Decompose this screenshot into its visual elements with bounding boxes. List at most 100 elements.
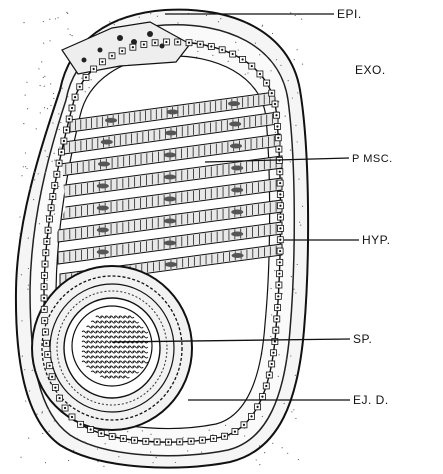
stipple-dot [88, 443, 89, 444]
stipple-dot [150, 434, 151, 435]
hypodermis-nucleus [63, 140, 65, 142]
stipple-dot [286, 359, 287, 360]
stipple-dot [187, 450, 188, 451]
hypodermis-nucleus [242, 58, 244, 60]
hypodermis-nucleus [43, 297, 45, 299]
hypodermis-nucleus [101, 61, 103, 63]
hypodermis-nucleus [167, 441, 169, 443]
stipple-dot [21, 274, 22, 275]
hypodermis-nucleus [275, 329, 277, 331]
hypodermis-nucleus [122, 438, 124, 440]
stipple-dot [177, 22, 178, 23]
stipple-dot [23, 123, 24, 124]
stipple-dot [33, 199, 34, 200]
stipple-dot [44, 86, 45, 87]
stipple-dot [271, 314, 272, 315]
hypodermis-nucleus [54, 386, 56, 388]
hypodermis-nucleus [278, 148, 280, 150]
stipple-dot [29, 188, 30, 189]
stipple-dot [27, 108, 28, 109]
stipple-dot [245, 74, 246, 75]
stipple-dot [28, 238, 29, 239]
stipple-dot [48, 409, 49, 410]
stipple-dot [23, 22, 24, 23]
hypodermis-nucleus [179, 441, 181, 443]
stipple-dot [47, 156, 48, 157]
hypodermis-nucleus [279, 227, 281, 229]
stipple-dot [67, 28, 68, 29]
hypodermis-nucleus [251, 65, 253, 67]
stipple-dot [290, 150, 291, 151]
hypodermis-nucleus [250, 415, 252, 417]
stipple-dot [23, 166, 24, 167]
stipple-dot [293, 289, 294, 290]
stipple-dot [45, 150, 46, 151]
stipple-dot [59, 129, 60, 130]
stipple-dot [67, 13, 68, 14]
muscle-nucleus [231, 188, 243, 193]
hypodermis-nucleus [71, 416, 73, 418]
hypodermis-nucleus [133, 439, 135, 441]
stipple-dot [25, 166, 26, 167]
muscle-nucleus [164, 219, 176, 224]
hypodermis-nucleus [271, 92, 273, 94]
stipple-dot [114, 24, 115, 25]
stipple-dot [302, 206, 303, 207]
stipple-dot [26, 82, 27, 83]
stipple-dot [272, 443, 273, 444]
stipple-dot [84, 441, 85, 442]
stipple-dot [109, 21, 110, 22]
stipple-dot [25, 400, 26, 401]
hypodermis-nucleus [68, 118, 70, 120]
hypodermis-nucleus [45, 342, 47, 344]
stipple-dot [288, 80, 289, 81]
stipple-dot [275, 132, 276, 133]
hypodermis-nucleus [268, 374, 270, 376]
stipple-dot [256, 459, 257, 460]
hypodermis-nucleus [93, 68, 95, 70]
stipple-dot [103, 466, 104, 467]
label-exocuticle: EXO. [355, 63, 386, 77]
hypodermis-nucleus [48, 218, 50, 220]
sperm-mass [72, 306, 152, 386]
hypodermis-nucleus [279, 239, 281, 241]
hypodermis-nucleus [44, 331, 46, 333]
stipple-dot [142, 430, 143, 431]
muscle-nucleus [98, 162, 110, 167]
stipple-dot [71, 35, 72, 36]
hypodermis-nucleus [51, 376, 53, 378]
hypodermis-nucleus [79, 423, 81, 425]
stipple-dot [53, 98, 54, 99]
label-sperm: SP. [353, 332, 372, 346]
hypodermis-nucleus [190, 440, 192, 442]
stipple-dot [45, 462, 46, 463]
stipple-dot [34, 179, 35, 180]
muscle-nucleus [229, 122, 241, 127]
stipple-dot [264, 452, 265, 453]
stipple-dot [97, 461, 98, 462]
stipple-dot [235, 42, 236, 43]
hypodermis-nucleus [188, 42, 190, 44]
stipple-dot [282, 293, 283, 294]
muscle-nucleus [101, 140, 113, 145]
stipple-dot [60, 122, 61, 123]
stipple-dot [279, 354, 280, 355]
stipple-dot [36, 414, 37, 415]
hypodermis-nucleus [199, 43, 201, 45]
stipple-dot [62, 88, 63, 89]
hypodermis-nucleus [111, 55, 113, 57]
hypodermis-nucleus [100, 432, 102, 434]
muscle-nucleus [231, 232, 243, 237]
muscle-nucleus [165, 131, 177, 136]
muscle-nucleus [105, 118, 117, 123]
hypodermis-nucleus [90, 428, 92, 430]
hypodermis-nucleus [43, 274, 45, 276]
stipple-dot [245, 23, 246, 24]
stipple-dot [34, 171, 35, 172]
stipple-dot [295, 292, 296, 293]
stipple-dot [105, 443, 106, 444]
hypodermis-nucleus [274, 340, 276, 342]
stipple-dot [119, 20, 120, 21]
label-hypodermis: HYP. [362, 233, 390, 247]
stipple-dot [53, 93, 54, 94]
